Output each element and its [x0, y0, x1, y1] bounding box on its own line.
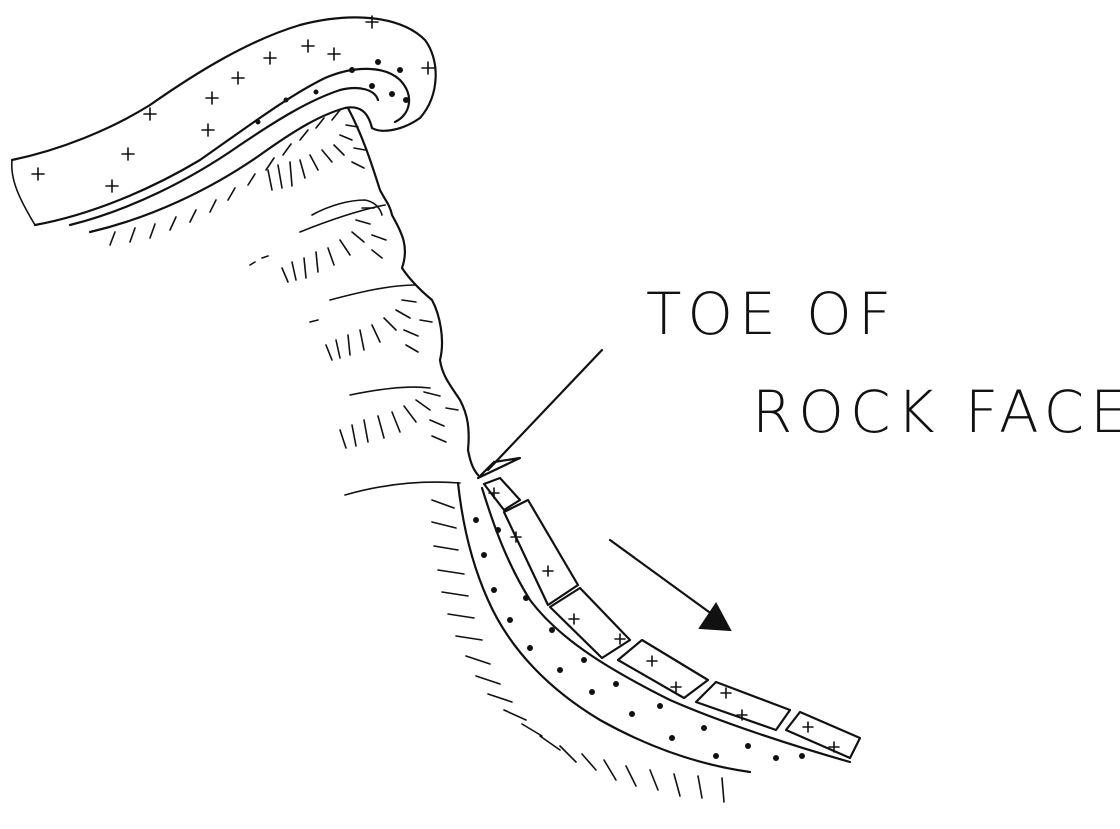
- upper-overhang-layer: [12, 16, 436, 245]
- tilted-blocks: [484, 478, 860, 758]
- toe-pointer-arrow: [478, 350, 602, 478]
- hatch-fan-3: [326, 300, 432, 360]
- hatch-fan-1: [268, 125, 365, 190]
- label-line-1: TOE OF: [646, 280, 897, 348]
- hatch-fan-4: [340, 392, 458, 448]
- label-line-2: ROCK FACE: [752, 378, 1120, 446]
- movement-arrow: [610, 540, 730, 630]
- block-cross-marks: [489, 488, 839, 752]
- cap-cross-marks: [32, 16, 434, 192]
- rock-face: [250, 108, 478, 495]
- lower-slope: [432, 478, 860, 802]
